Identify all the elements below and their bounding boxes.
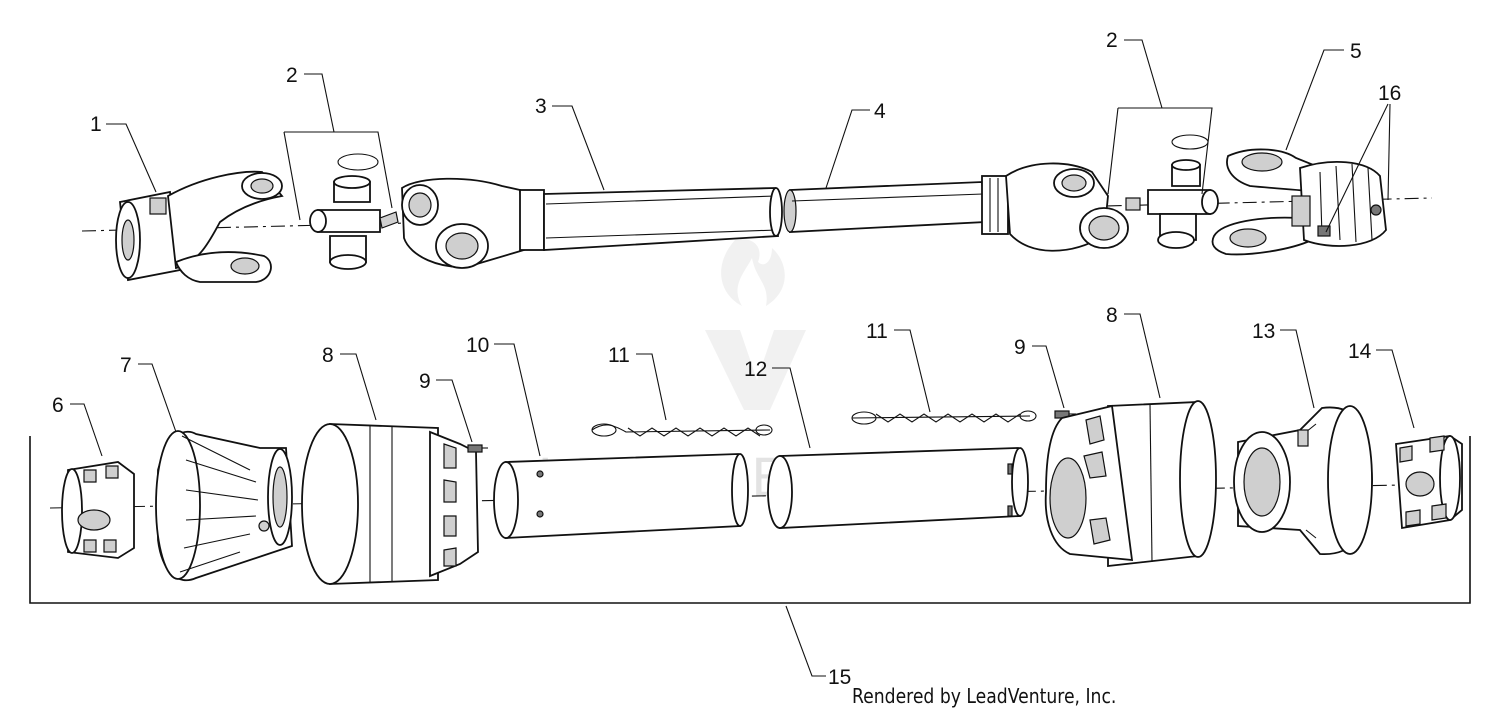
credit-text: Rendered by LeadVenture, Inc. (852, 684, 1117, 708)
callout-1: 1 (90, 113, 102, 136)
part-11-chain-left (591, 423, 773, 437)
part-4-shaft-half (783, 162, 1129, 252)
callout-4: 4 (874, 100, 886, 123)
callout-3: 3 (535, 95, 547, 118)
part-14-bearing-ring (1395, 435, 1463, 530)
part-11-chain-right (851, 410, 1037, 425)
callout-13: 13 (1252, 320, 1275, 343)
callout-10: 10 (466, 334, 489, 357)
callout-9-right: 9 (1014, 336, 1026, 359)
callout-2-right: 2 (1106, 29, 1118, 52)
callout-8-left: 8 (322, 344, 334, 367)
part-9-screw-left (467, 444, 488, 453)
callout-9-left: 9 (419, 370, 431, 393)
part-3-shaft-half (401, 177, 783, 269)
callout-2-left: 2 (286, 64, 298, 87)
part-8-outer-guard-left (301, 423, 479, 585)
part-12-outer-guard-tube (767, 447, 1029, 529)
part-6-bearing-ring (61, 461, 135, 559)
callout-11-left: 11 (608, 344, 630, 367)
part-7-guard-cone (155, 430, 293, 582)
callout-5: 5 (1350, 40, 1362, 63)
part-2-cross-kit-left (309, 153, 399, 270)
part-8-outer-guard-right (1044, 400, 1217, 568)
watermark-logo (705, 239, 806, 410)
callout-14: 14 (1348, 340, 1372, 363)
callout-8-right: 8 (1106, 304, 1118, 327)
part-5-qd-yoke (1211, 148, 1387, 256)
callout-7: 7 (120, 354, 132, 377)
callout-16: 16 (1378, 82, 1401, 105)
leader-lines (70, 39, 1415, 677)
part-2-cross-kit-right (1125, 134, 1219, 249)
part-10-inner-guard-tube (493, 453, 749, 539)
callout-15: 15 (828, 666, 851, 689)
part-15-bracket (29, 436, 1471, 604)
callout-6: 6 (52, 394, 64, 417)
part-13-guard-cone (1233, 405, 1373, 555)
callout-11-right: 11 (866, 320, 888, 343)
part-1-yoke (115, 170, 284, 283)
callout-12: 12 (744, 358, 767, 381)
